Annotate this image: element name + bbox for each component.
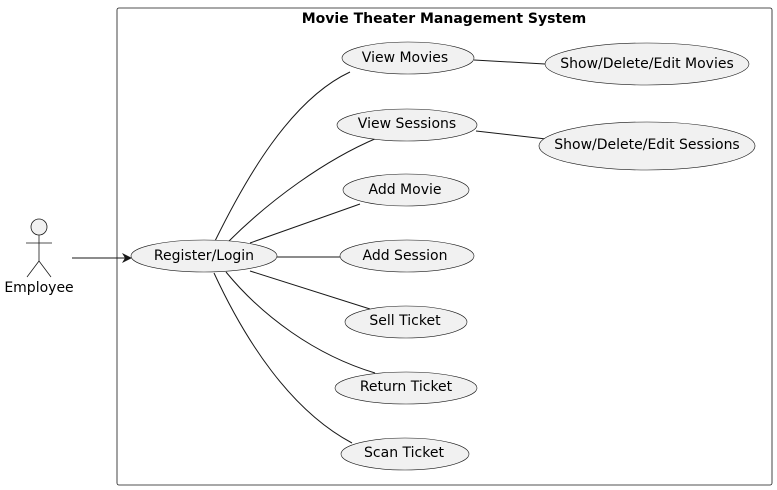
usecase-sell-ticket-label: Sell Ticket [369,313,441,329]
usecase-view-movies-label: View Movies [362,50,448,66]
usecase-add-session[interactable]: Add Session [339,239,475,273]
actor-left-leg [26,260,40,278]
edge-register-add-movie [249,203,361,244]
usecase-register-login-label: Register/Login [154,248,254,264]
usecase-show-delete-edit-sessions[interactable]: Show/Delete/Edit Sessions [538,121,756,171]
edge-view-movies-show-edit [473,59,546,65]
usecase-add-movie-label: Add Movie [369,182,442,198]
usecase-show-delete-edit-movies[interactable]: Show/Delete/Edit Movies [544,42,750,86]
actor-head-icon [30,218,48,236]
usecase-sell-ticket[interactable]: Sell Ticket [344,305,468,339]
system-title: Movie Theater Management System [302,11,587,27]
actor-right-leg [38,260,52,278]
usecase-add-session-label: Add Session [363,248,448,264]
usecase-view-sessions[interactable]: View Sessions [336,108,478,142]
usecase-show-delete-edit-sessions-label: Show/Delete/Edit Sessions [554,137,739,153]
usecase-view-sessions-label: View Sessions [358,116,456,132]
usecase-register-login[interactable]: Register/Login [130,239,278,273]
edge-register-sell-ticket [249,270,371,310]
usecase-view-movies[interactable]: View Movies [341,41,475,75]
edge-register-scan-ticket [213,272,353,444]
usecase-scan-ticket[interactable]: Scan Ticket [340,437,470,471]
usecase-return-ticket[interactable]: Return Ticket [334,371,478,405]
usecase-show-delete-edit-movies-label: Show/Delete/Edit Movies [560,56,734,72]
usecase-add-movie[interactable]: Add Movie [342,173,470,207]
edge-register-view-movies [214,71,351,242]
actor-label: Employee [4,280,73,296]
usecase-return-ticket-label: Return Ticket [360,379,453,395]
actor-employee: Employee [4,218,74,296]
edge-view-sessions-show-edit [475,130,547,140]
edge-register-return-ticket [225,271,376,374]
usecase-scan-ticket-label: Scan Ticket [364,445,444,461]
edge-register-view-sessions [227,137,378,243]
